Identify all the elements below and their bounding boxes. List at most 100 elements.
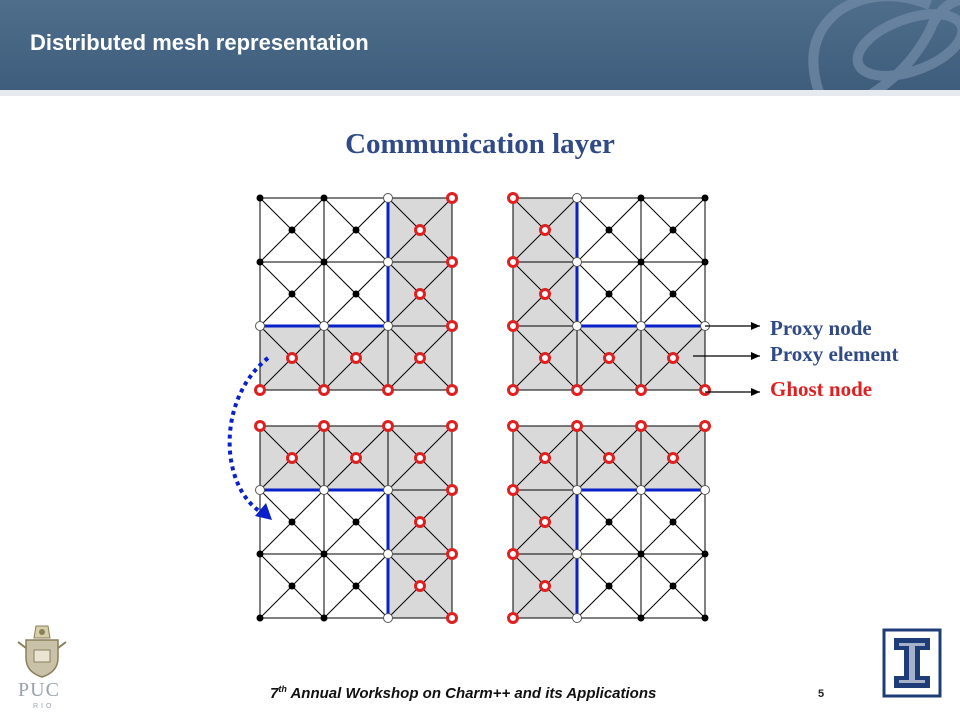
mesh-node [701,258,709,266]
mesh-node [352,290,360,298]
puc-logo-text: PUC [18,679,60,701]
ghost-node [414,288,426,300]
proxy-node [383,321,393,331]
footer-text: 7th Annual Workshop on Charm++ and its A… [270,684,656,702]
ghost-node [507,484,519,496]
legend-proxy-node: Proxy node [770,316,872,340]
ghost-node [446,420,458,432]
diagram-title: Communication layer [345,128,615,160]
mesh-node [701,550,709,558]
mesh-node [701,194,709,202]
mesh-node [352,226,360,234]
communication-arrow [227,356,270,516]
ghost-node [350,452,362,464]
ghost-node [414,352,426,364]
mesh-node [669,226,677,234]
ghost-node [507,420,519,432]
ghost-node [635,420,647,432]
proxy-node [383,549,393,559]
ghost-node [414,224,426,236]
mesh-node [320,614,328,622]
mesh-node [256,614,264,622]
ghost-node [382,420,394,432]
mesh-node [256,258,264,266]
proxy-node [383,613,393,623]
footer-ordinal-suffix: th [278,684,287,694]
mesh-node [605,290,613,298]
ghost-node [603,352,615,364]
ghost-node [667,452,679,464]
proxy-node [636,485,646,495]
puc-rio-crest-icon [17,625,67,678]
ghost-node [539,516,551,528]
ghost-node [571,420,583,432]
ghost-node [603,452,615,464]
proxy-node [572,257,582,267]
mesh-node [288,582,296,590]
ghost-node [699,384,711,396]
header-logo-mark-icon [808,0,960,90]
proxy-node [572,613,582,623]
ghost-node [414,452,426,464]
mesh-node [288,518,296,526]
ghost-node [286,452,298,464]
ghost-node [446,548,458,560]
communication-arrow-head [255,503,272,520]
ghost-node [286,352,298,364]
mesh-node [352,582,360,590]
proxy-node [255,485,265,495]
ghost-node [318,384,330,396]
legend-proxy-element: Proxy element [770,342,899,366]
proxy-node [700,485,710,495]
ghost-node [539,352,551,364]
ghost-node [446,484,458,496]
mesh-node [605,518,613,526]
mesh-node [288,226,296,234]
ghost-node [539,224,551,236]
ghost-node [446,256,458,268]
slide-title: Distributed mesh representation [30,30,369,55]
ghost-node [414,580,426,592]
proxy-node [572,321,582,331]
ghost-node [539,288,551,300]
ghost-node [446,384,458,396]
proxy-node [255,321,265,331]
ghost-node [254,420,266,432]
proxy-node [383,193,393,203]
proxy-node [319,321,329,331]
mesh-node [669,290,677,298]
puc-logo-subtext: RIO [33,703,55,710]
ghost-node [446,612,458,624]
mesh-node [256,194,264,202]
footer-workshop: Annual Workshop on Charm++ and its Appli… [286,685,657,702]
ghost-node [699,420,711,432]
ghost-node [507,548,519,560]
proxy-node [319,485,329,495]
mesh-node [637,258,645,266]
mesh-node [320,550,328,558]
ghost-node [382,384,394,396]
mesh-node [669,518,677,526]
ghost-node [507,192,519,204]
mesh-node [637,194,645,202]
ghost-node [507,612,519,624]
legend-arrow-ghost-node-head [751,388,760,396]
page-number: 5 [818,688,825,700]
mesh-node [320,194,328,202]
mesh-node [637,550,645,558]
ghost-node [446,320,458,332]
ghost-node [571,384,583,396]
proxy-node [383,257,393,267]
ghost-node [507,320,519,332]
mesh-node [288,290,296,298]
legend-arrow-proxy-element-head [751,352,760,360]
proxy-node [572,193,582,203]
ghost-node [667,352,679,364]
illinois-i-icon [882,628,942,698]
ghost-node [350,352,362,364]
proxy-node [572,485,582,495]
ghost-node [539,580,551,592]
ghost-node [446,192,458,204]
mesh-node [256,550,264,558]
